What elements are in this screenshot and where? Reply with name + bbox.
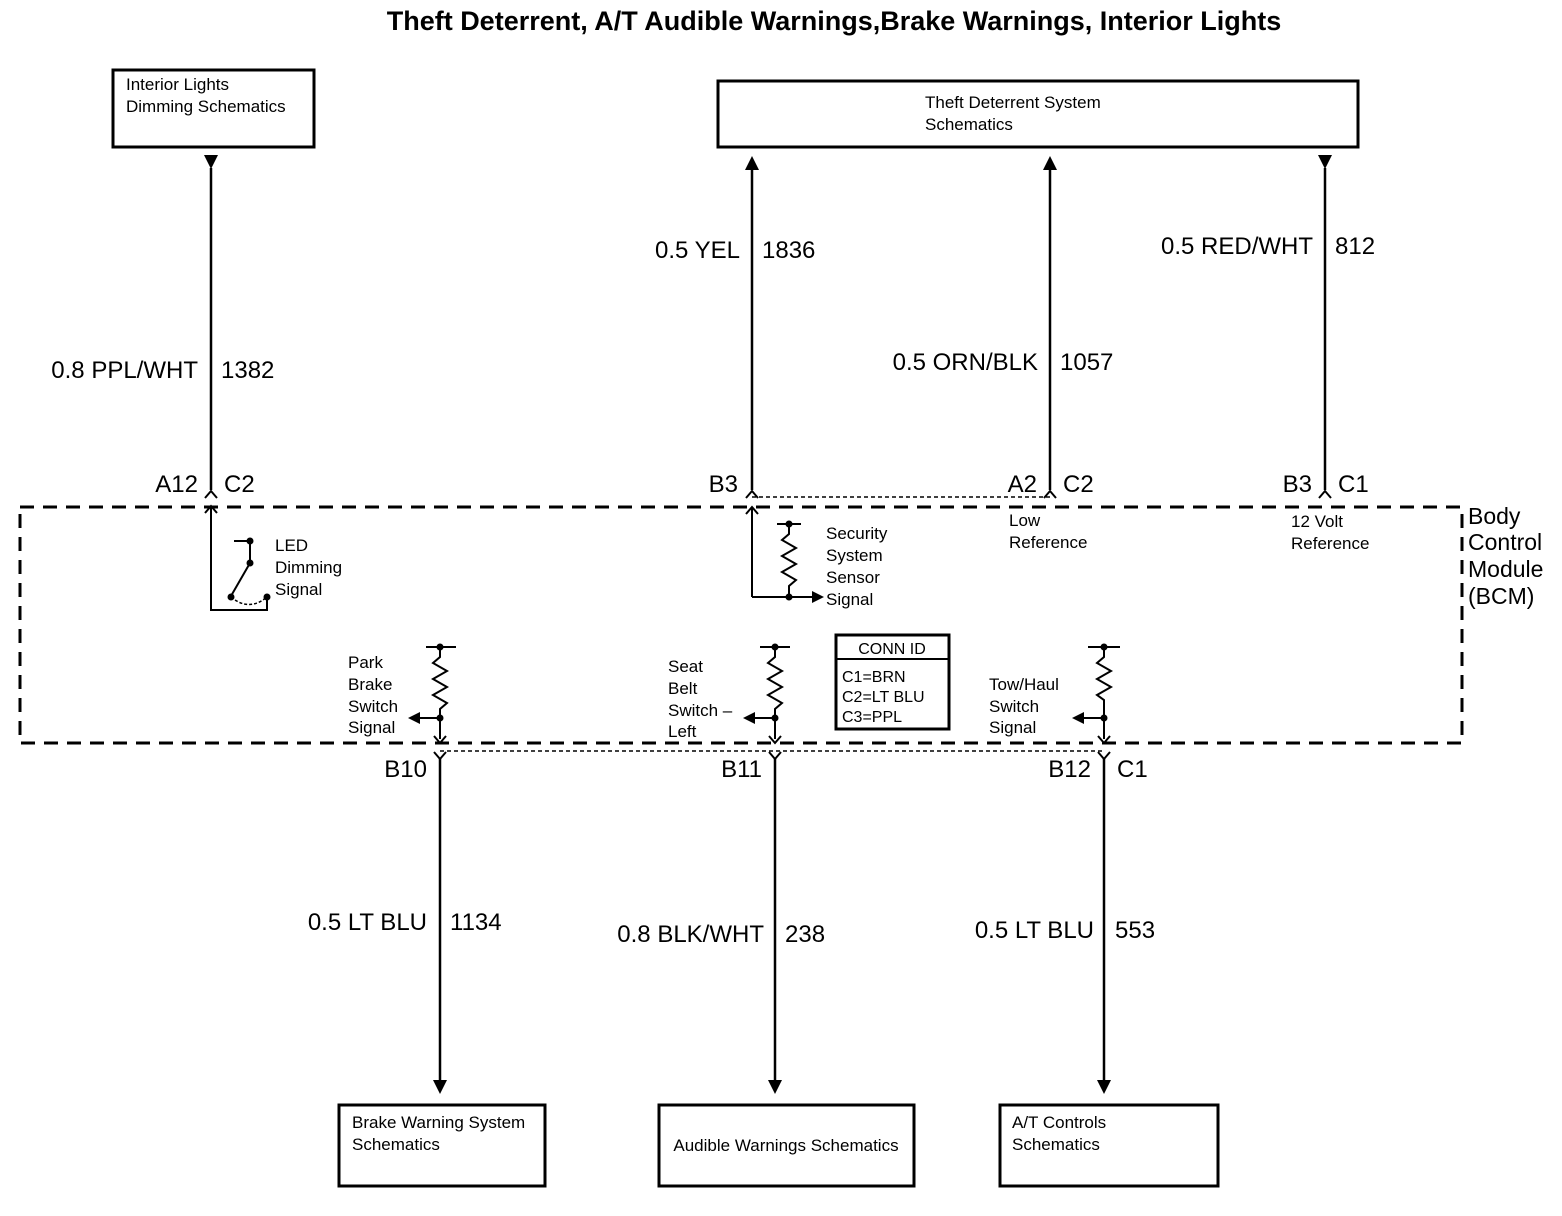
signal-label: 12 Volt (1291, 512, 1343, 531)
signal-label: LED (275, 536, 308, 555)
wire-circuit-label: 1134 (450, 909, 502, 936)
signal-label: Dimming (275, 558, 342, 577)
pin-label: B11 (721, 756, 762, 783)
bcm-label: Body Control Module (BCM) (1468, 503, 1543, 609)
wire-color-label: 0.5 ORN/BLK (893, 349, 1038, 376)
conn-id-table: CONN ID C1=BRN C2=LT BLU C3=PPL (834, 633, 951, 731)
volt-reference-label: 12 Volt Reference (1291, 512, 1369, 553)
pin-label: C2 (1063, 471, 1094, 498)
diagram-title: Theft Deterrent, A/T Audible Warnings,Br… (387, 6, 1282, 36)
wire-circuit-label: 1057 (1060, 349, 1113, 376)
signal-label: Seat (668, 657, 703, 676)
box-label: Schematics (925, 115, 1013, 134)
box-label: Brake Warning System (352, 1113, 525, 1132)
security-sensor-circuit: Security System Sensor Signal (745, 505, 888, 609)
wire-color-label: 0.5 RED/WHT (1161, 233, 1313, 260)
box-label: Interior Lights (126, 75, 229, 94)
conn-id-row: C1=BRN (842, 669, 906, 686)
wire-circuit-label: 553 (1115, 917, 1155, 944)
bcm-outline (18, 505, 1464, 745)
tow-haul-switch-circuit: Tow/Haul Switch Signal (989, 643, 1120, 745)
led-dimming-circuit: LED Dimming Signal (210, 508, 342, 611)
box-label: Schematics (352, 1135, 440, 1154)
wire-color-label: 0.8 PPL/WHT (51, 357, 198, 384)
wire-1836: 0.5 YEL 1836 (655, 156, 815, 499)
signal-label: Left (668, 722, 697, 741)
wire-812: 0.5 RED/WHT 812 (1161, 155, 1375, 499)
signal-label: Signal (348, 718, 395, 737)
wire-1057: 0.5 ORN/BLK 1057 (893, 156, 1113, 499)
wire-circuit-label: 812 (1335, 233, 1375, 260)
wire-1382: 0.8 PPL/WHT 1382 (51, 155, 274, 514)
wire-color-label: 0.8 BLK/WHT (617, 921, 764, 948)
pin-label: A12 (155, 471, 198, 498)
signal-label: Switch (348, 697, 398, 716)
signal-label: Reference (1291, 534, 1369, 553)
low-reference-label: Low Reference (1009, 511, 1087, 552)
wire-color-label: 0.5 LT BLU (975, 917, 1094, 944)
bcm-label-line: (BCM) (1468, 583, 1534, 609)
wire-circuit-label: 238 (785, 921, 825, 948)
signal-label: Sensor (826, 568, 880, 587)
seat-belt-switch-circuit: Seat Belt Switch – Left (668, 643, 790, 745)
park-brake-switch-circuit: Park Brake Switch Signal (348, 643, 456, 745)
top-pin-labels: A12 C2 B3 A2 C2 B3 C1 (155, 471, 1368, 498)
wire-color-label: 0.5 LT BLU (308, 909, 427, 936)
bottom-pin-labels: B10 B11 B12 C1 (384, 756, 1147, 783)
signal-label: Park (348, 653, 383, 672)
interior-lights-box: Interior Lights Dimming Schematics (111, 68, 316, 149)
signal-label: Reference (1009, 533, 1087, 552)
wire-238: 0.8 BLK/WHT 238 (617, 751, 825, 1094)
conn-id-row: C2=LT BLU (842, 689, 925, 706)
bcm-label-line: Control (1468, 529, 1542, 555)
wire-circuit-label: 1382 (221, 357, 274, 384)
signal-label: System (826, 546, 883, 565)
conn-id-header: CONN ID (858, 641, 926, 658)
pin-label: B3 (709, 471, 738, 498)
pin-label: B12 (1048, 756, 1091, 783)
signal-label: Switch – (668, 701, 733, 720)
theft-deterrent-box: Theft Deterrent System Schematics (716, 79, 1360, 149)
bcm-label-line: Body (1468, 503, 1521, 529)
box-label: Schematics (1012, 1135, 1100, 1154)
audible-warnings-box: Audible Warnings Schematics (657, 1103, 916, 1188)
box-label: Audible Warnings Schematics (673, 1136, 898, 1155)
wire-color-label: 0.5 YEL (655, 237, 740, 264)
wire-553: 0.5 LT BLU 553 (975, 751, 1155, 1094)
pin-label: C1 (1117, 756, 1148, 783)
signal-label: Switch (989, 697, 1039, 716)
pin-label: A2 (1008, 471, 1037, 498)
signal-label: Signal (275, 580, 322, 599)
brake-warning-box: Brake Warning System Schematics (337, 1103, 547, 1188)
signal-label: Signal (826, 590, 873, 609)
bcm-label-line: Module (1468, 556, 1543, 582)
conn-id-row: C3=PPL (842, 709, 902, 726)
box-label: Theft Deterrent System (925, 93, 1101, 112)
pin-label: B10 (384, 756, 427, 783)
signal-label: Low (1009, 511, 1041, 530)
pin-label: C2 (224, 471, 255, 498)
signal-label: Tow/Haul (989, 675, 1059, 694)
pin-label: C1 (1338, 471, 1369, 498)
wire-circuit-label: 1836 (762, 237, 815, 264)
box-label: A/T Controls (1012, 1113, 1106, 1132)
signal-label: Belt (668, 679, 698, 698)
signal-label: Security (826, 524, 888, 543)
signal-label: Signal (989, 718, 1036, 737)
box-label: Dimming Schematics (126, 97, 286, 116)
signal-label: Brake (348, 675, 392, 694)
at-controls-box: A/T Controls Schematics (998, 1103, 1220, 1188)
wire-1134: 0.5 LT BLU 1134 (308, 751, 502, 1094)
pin-label: B3 (1283, 471, 1312, 498)
